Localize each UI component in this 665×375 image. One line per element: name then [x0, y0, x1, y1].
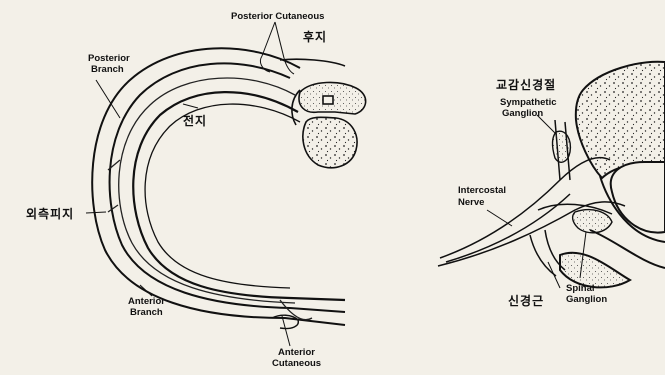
spinal-ganglion — [573, 210, 612, 233]
label-posterior-cutaneous: Posterior Cutaneous — [231, 12, 324, 22]
sympathetic-ganglion — [553, 131, 571, 162]
label-sympathetic-kr: 교감신경절 — [496, 76, 556, 93]
posterior-cutaneous-leaders — [260, 22, 294, 74]
label-posterior-branch-2: Branch — [91, 65, 124, 75]
label-spinal-1: Spinal — [566, 284, 595, 294]
label-jeon-ji: 전지 — [183, 112, 207, 129]
label-intercostal-1: Intercostal — [458, 186, 506, 196]
label-nerve-root-kr: 신경근 — [508, 292, 544, 309]
label-anterior-cutaneous-1: Anterior — [278, 348, 315, 358]
vertebral-body-right — [560, 62, 665, 288]
label-posterior-branch-1: Posterior — [88, 54, 130, 64]
label-lateral-branch-kr: 외측피지 — [26, 205, 74, 222]
label-anterior-branch-2: Branch — [130, 308, 163, 318]
label-anterior-branch-1: Anterior — [128, 297, 165, 307]
label-spinal-2: Ganglion — [566, 295, 607, 305]
intercostal-nerve-path — [108, 78, 312, 320]
label-sympathetic-1: Sympathetic — [500, 98, 557, 108]
label-hu-ji: 후지 — [303, 28, 327, 45]
label-anterior-cutaneous-2: Cutaneous — [272, 359, 321, 369]
vertebra-left — [280, 59, 366, 167]
label-intercostal-2: Nerve — [458, 198, 484, 208]
label-sympathetic-2: Ganglion — [502, 109, 543, 119]
